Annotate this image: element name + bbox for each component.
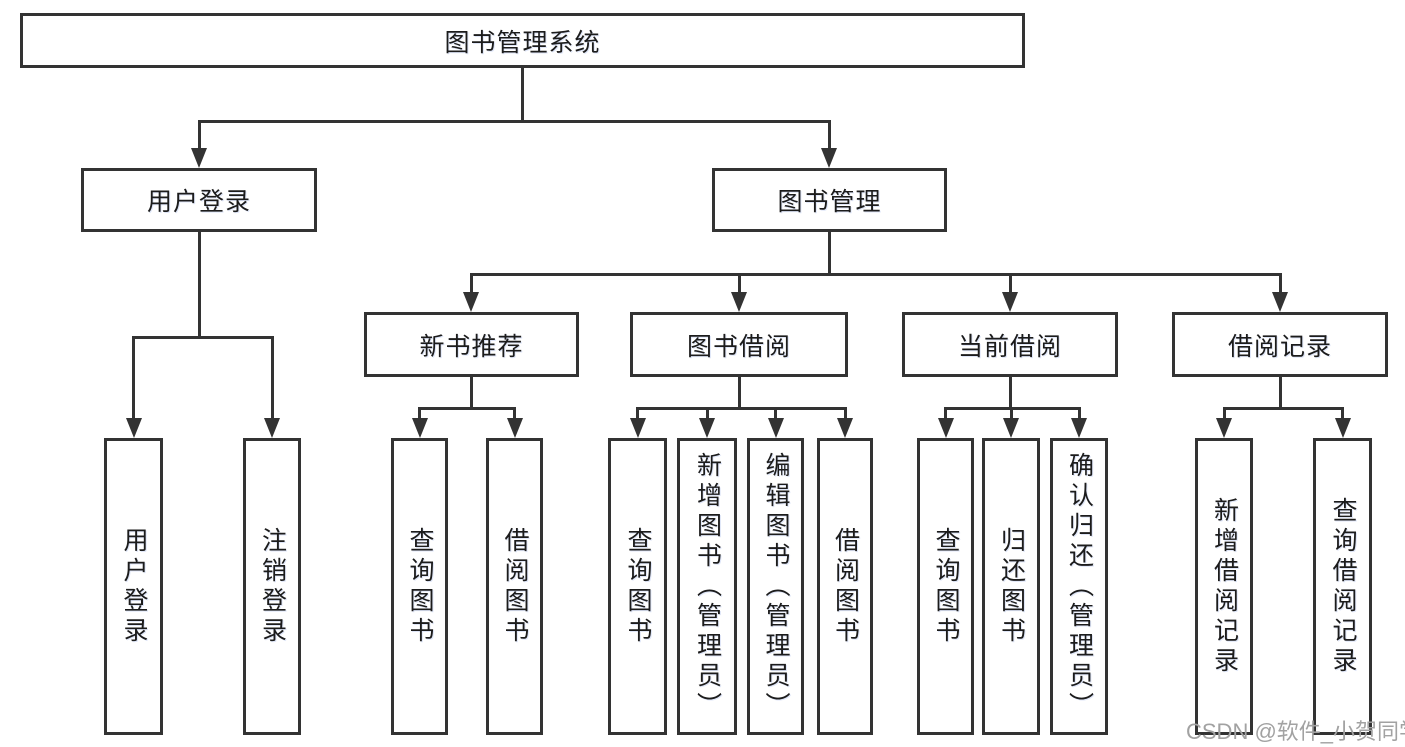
leaf-query-books-current: 查询图书 [917,438,974,735]
arrow-down-icon [837,418,853,438]
connector-line [636,407,847,410]
connector-line [470,377,473,409]
leaf-borrow-books-recommend: 借阅图书 [486,438,543,735]
leaf-label: 新增图书（管理员） [693,451,722,722]
arrow-down-icon [463,292,479,312]
connector-line [1009,273,1012,296]
connector-line [1009,377,1012,409]
connector-line [1279,273,1282,296]
leaf-logout-login: 注销登录 [243,438,301,735]
connector-line [470,273,473,296]
leaf-label: 编辑图书（管理员） [762,451,790,722]
node-label: 新书推荐 [419,332,524,361]
node-book-management: 图书管理 [712,168,947,232]
connector-line [774,407,777,423]
arrow-down-icon [264,418,280,438]
arrow-down-icon [507,418,523,438]
leaf-label: 借阅图书 [831,526,860,647]
connector-line [1341,407,1344,423]
leaf-confirm-return-admin: 确认归还（管理员） [1050,438,1108,735]
leaf-label: 确认归还（管理员） [1065,451,1094,722]
node-label: 图书管理 [777,188,882,216]
connector-line [470,273,1281,276]
arrow-down-icon [630,418,646,438]
leaf-query-borrow-record: 查询借阅记录 [1313,438,1372,735]
leaf-return-books: 归还图书 [982,438,1040,735]
leaf-label: 新增借阅记录 [1210,496,1239,677]
node-user-login: 用户登录 [81,168,317,232]
leaf-label: 查询图书 [406,526,434,647]
connector-line [521,68,524,120]
leaf-label: 借阅图书 [501,526,529,647]
connector-line [198,232,201,336]
arrow-down-icon [126,418,142,438]
connector-line [844,407,847,423]
node-label: 图书借阅 [686,332,791,361]
connector-line [828,120,831,152]
node-label: 用户登录 [146,188,251,216]
connector-line [1223,407,1226,423]
connector-line [828,232,831,273]
node-current-borrowing: 当前借阅 [902,312,1118,377]
connector-line [738,273,741,296]
arrow-down-icon [1216,418,1232,438]
arrow-down-icon [768,418,784,438]
arrow-down-icon [1003,418,1019,438]
arrow-down-icon [821,148,837,168]
connector-line [198,120,831,123]
node-label: 借阅记录 [1227,332,1332,361]
arrow-down-icon [412,418,428,438]
leaf-query-books-borrow: 查询图书 [608,438,667,735]
node-book-borrowing: 图书借阅 [630,312,848,377]
leaf-add-borrow-record: 新增借阅记录 [1195,438,1253,735]
connector-line [1223,407,1344,410]
arrow-down-icon [731,292,747,312]
leaf-borrow-books: 借阅图书 [817,438,873,735]
leaf-user-login: 用户登录 [104,438,163,735]
connector-line [418,407,421,423]
arrow-down-icon [1335,418,1351,438]
csdn-watermark: CSDN @软件_小贺同学 [1186,719,1405,744]
node-new-book-recommendation: 新书推荐 [364,312,579,377]
leaf-add-books-admin: 新增图书（管理员） [677,438,737,735]
arrow-down-icon [699,418,715,438]
leaf-label: 用户登录 [120,526,148,647]
connector-line [132,336,135,422]
node-label: 当前借阅 [957,332,1062,361]
leaf-label: 注销登录 [258,526,287,647]
connector-line [1078,407,1081,423]
connector-line [944,407,947,423]
arrow-down-icon [938,418,954,438]
leaf-edit-books-admin: 编辑图书（管理员） [747,438,804,735]
connector-line [132,336,274,339]
connector-line [738,377,741,409]
connector-line [513,407,516,423]
arrow-down-icon [1002,292,1018,312]
node-label: 图书管理系统 [444,28,601,57]
leaf-label: 查询借阅记录 [1329,496,1357,677]
connector-line [418,407,516,410]
connector-line [1010,407,1013,423]
node-library-management-system: 图书管理系统 [20,13,1025,68]
leaf-label: 查询图书 [624,526,652,647]
leaf-label: 归还图书 [997,526,1026,647]
arrow-down-icon [1272,292,1288,312]
connector-line [706,407,709,423]
leaf-label: 查询图书 [932,526,960,647]
arrow-down-icon [1071,418,1087,438]
connector-line [1279,377,1282,409]
connector-line [198,120,201,152]
arrow-down-icon [191,148,207,168]
connector-line [271,336,274,422]
node-borrowing-records: 借阅记录 [1172,312,1388,377]
leaf-query-books-recommend: 查询图书 [391,438,448,735]
connector-line [636,407,639,423]
